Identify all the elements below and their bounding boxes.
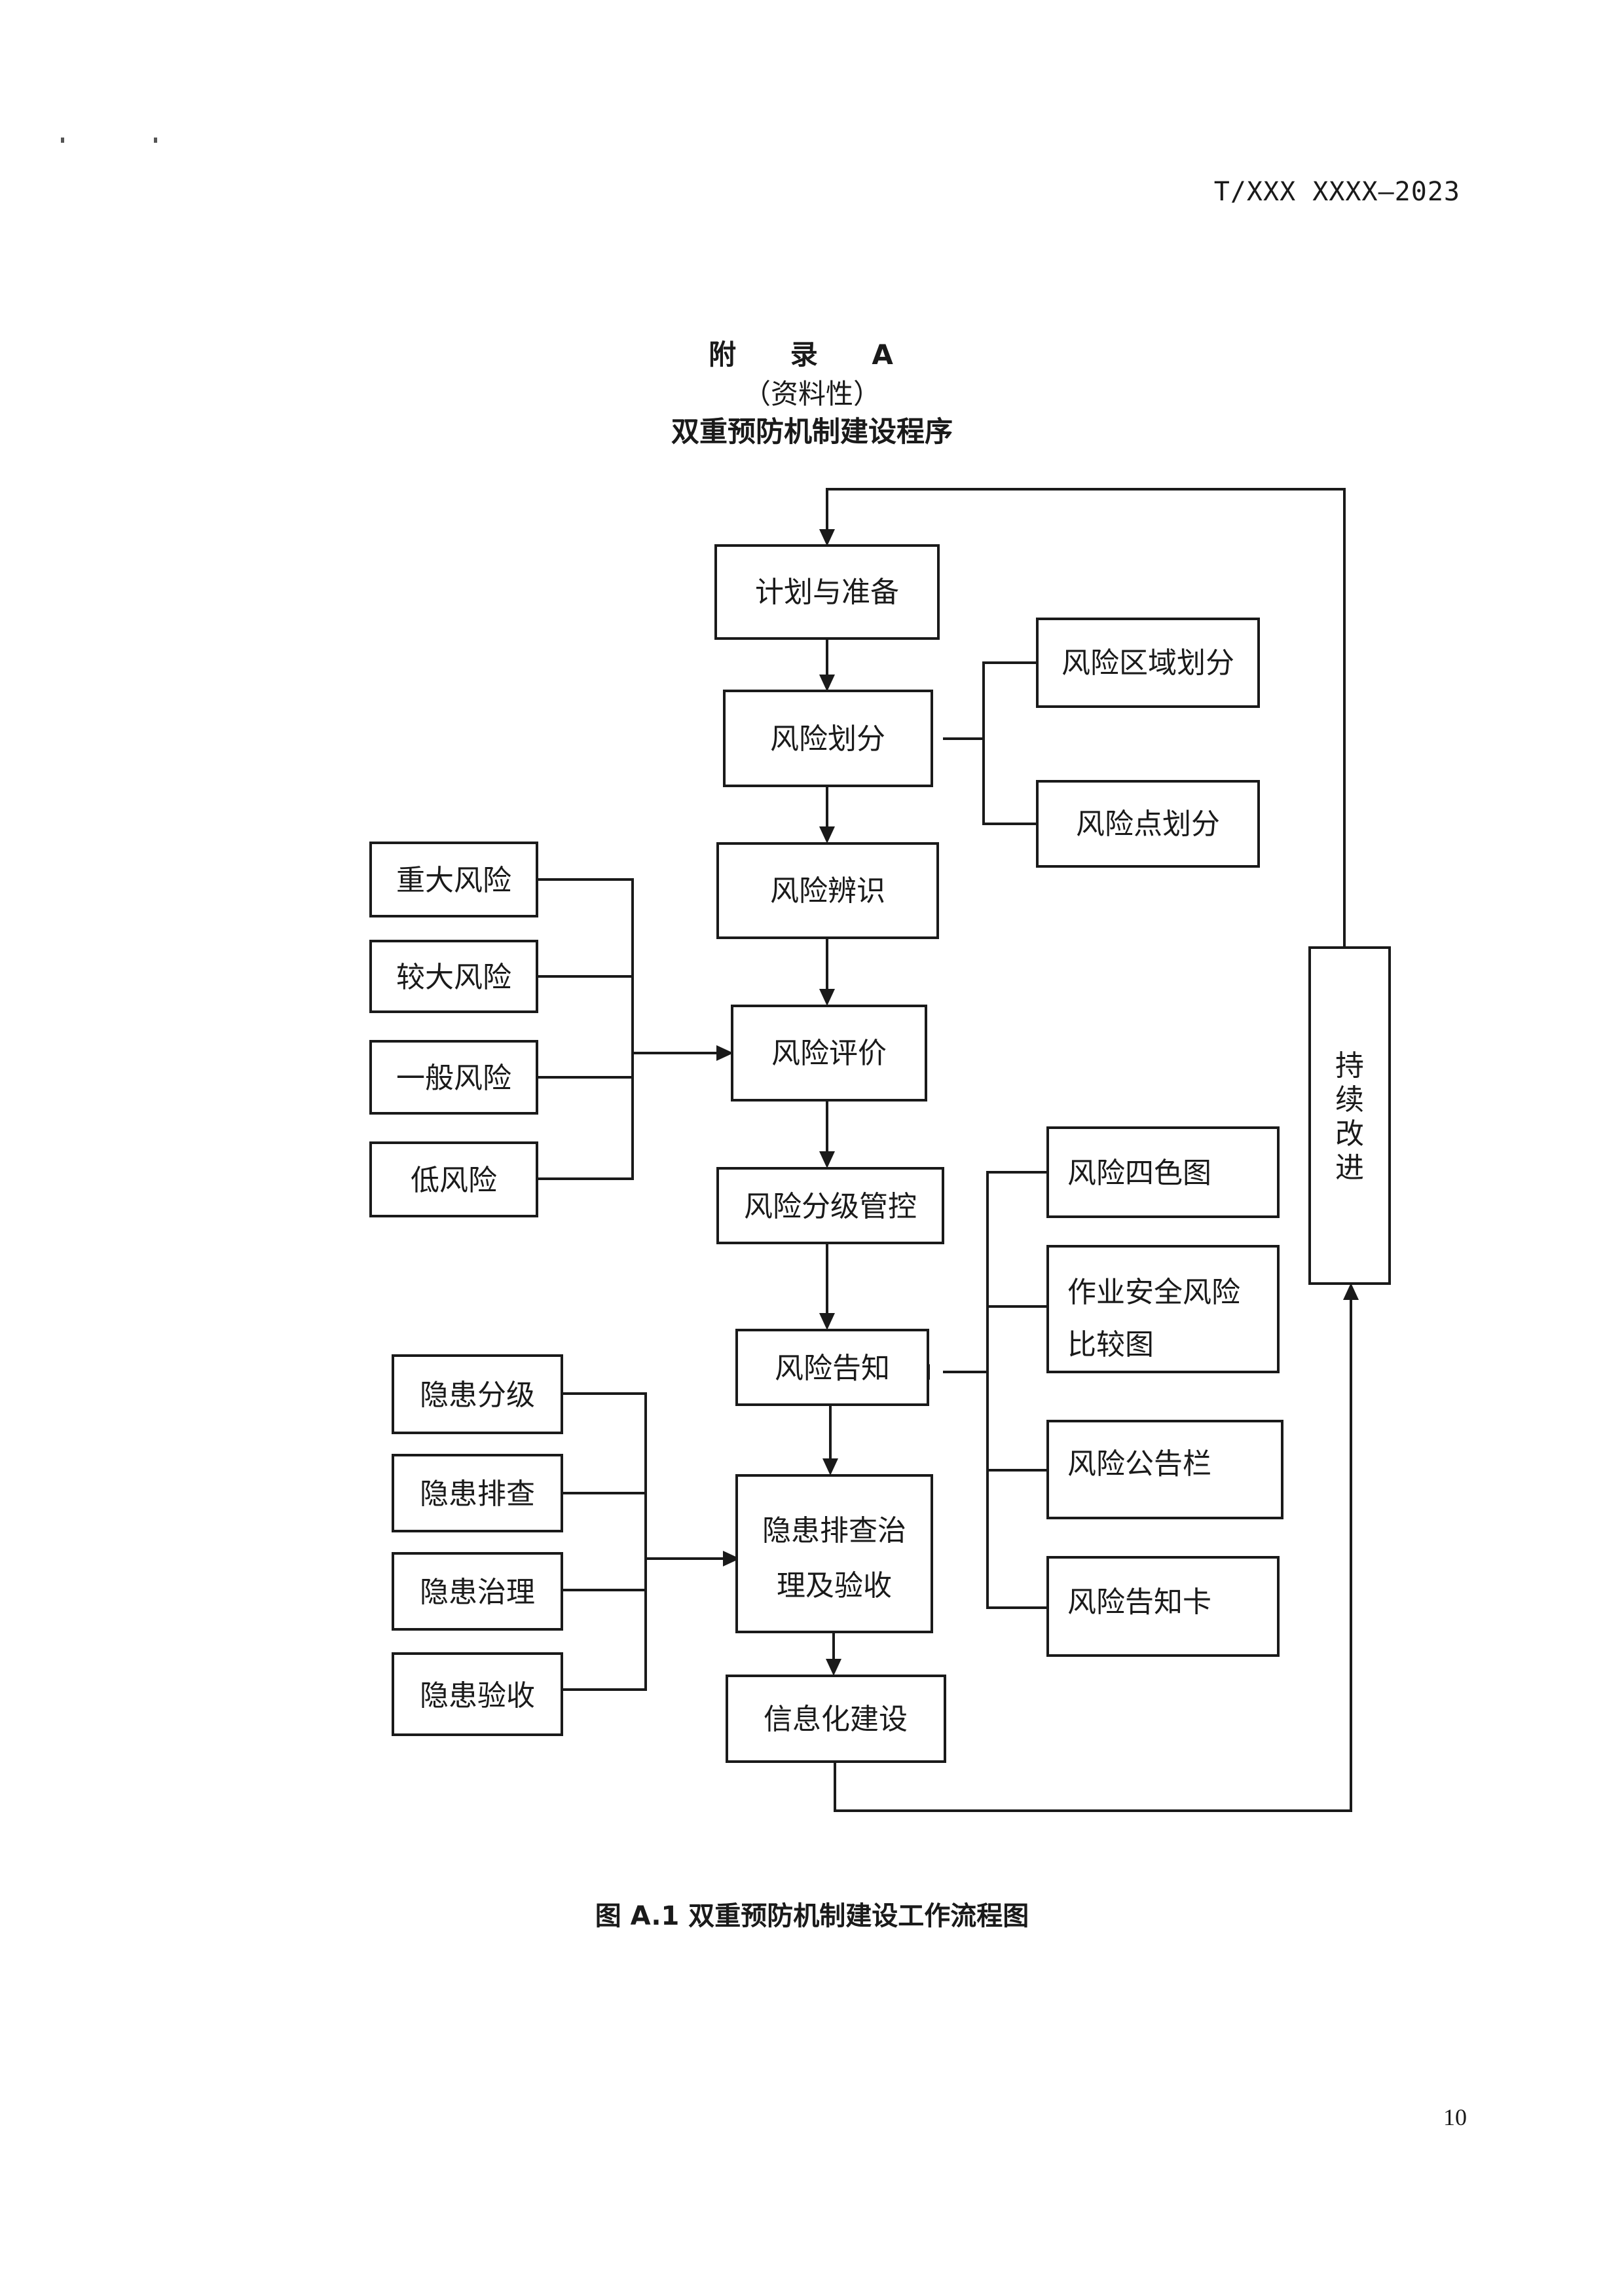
box-area-division: 风险区域划分	[1036, 618, 1260, 708]
box-area-division-label: 风险区域划分	[1061, 646, 1234, 680]
box-four-color-map: 风险四色图	[1046, 1126, 1280, 1218]
appendix-label: 附 录 A	[709, 339, 915, 371]
box-control: 风险分级管控	[716, 1167, 944, 1244]
box-risk-large-label: 较大风险	[396, 961, 511, 994]
box-risk-major-label: 重大风险	[396, 864, 511, 897]
box-plan-label: 计划与准备	[755, 576, 899, 609]
box-evaluate-label: 风险评价	[771, 1037, 887, 1070]
box-hazard-investigation-label: 隐患排查	[420, 1477, 535, 1511]
box-identify: 风险辨识	[716, 842, 939, 939]
document-code: T/XXX XXXX—2023	[1213, 177, 1460, 207]
box-hazard-grading: 隐患分级	[392, 1354, 563, 1434]
improve-char-3: 改	[1335, 1117, 1364, 1151]
figure-caption: 图 A.1 双重预防机制建设工作流程图	[595, 1901, 1029, 1931]
box-evaluate: 风险评价	[731, 1005, 927, 1102]
box-point-division: 风险点划分	[1036, 780, 1260, 868]
box-inform-label: 风险告知	[775, 1352, 890, 1385]
box-bulletin-board: 风险公告栏	[1046, 1420, 1283, 1519]
box-identify-label: 风险辨识	[770, 874, 885, 908]
box-notice-card-label: 风险告知卡	[1067, 1585, 1211, 1619]
box-bulletin-board-label: 风险公告栏	[1067, 1447, 1211, 1481]
box-continuous-improvement: 持 续 改 进	[1308, 946, 1391, 1285]
box-divide: 风险划分	[723, 690, 933, 787]
flow-connectors	[537, 488, 1352, 1812]
box-inform: 风险告知	[735, 1329, 929, 1406]
scan-speck	[154, 138, 157, 143]
improve-char-2: 续	[1335, 1083, 1364, 1117]
box-risk-general-label: 一般风险	[396, 1062, 511, 1095]
box-plan: 计划与准备	[714, 544, 940, 640]
box-info: 信息化建设	[726, 1675, 946, 1763]
box-four-color-map-label: 风险四色图	[1067, 1157, 1211, 1190]
box-compare-chart-label-line2: 比较图	[1067, 1328, 1154, 1361]
improve-char-4: 进	[1335, 1151, 1364, 1185]
improve-char-1: 持	[1335, 1049, 1364, 1083]
appendix-title: 双重预防机制建设程序	[671, 416, 953, 449]
box-hazard-grading-label: 隐患分级	[420, 1379, 535, 1412]
box-hazard-label-line2: 理及验收	[777, 1569, 892, 1602]
box-risk-major: 重大风险	[369, 842, 538, 917]
box-hazard-acceptance-label: 隐患验收	[420, 1679, 535, 1713]
box-risk-low-label: 低风险	[411, 1164, 497, 1197]
box-hazard-remediation-label: 隐患治理	[420, 1576, 535, 1609]
box-hazard-investigation: 隐患排查	[392, 1454, 563, 1532]
box-hazard-label-line1: 隐患排查治	[762, 1514, 906, 1547]
box-control-label: 风险分级管控	[744, 1190, 917, 1223]
scan-speck	[61, 138, 64, 143]
box-hazard-remediation: 隐患治理	[392, 1552, 563, 1631]
box-risk-general: 一般风险	[369, 1040, 538, 1115]
page-number: 10	[1443, 2104, 1467, 2130]
box-info-label: 信息化建设	[764, 1703, 908, 1736]
box-risk-large: 较大风险	[369, 940, 538, 1013]
box-compare-chart: 作业安全风险 比较图	[1046, 1245, 1280, 1373]
box-divide-label: 风险划分	[770, 722, 885, 756]
box-point-division-label: 风险点划分	[1076, 807, 1220, 841]
appendix-note: （资料性）	[743, 378, 881, 410]
box-risk-low: 低风险	[369, 1141, 538, 1217]
box-notice-card: 风险告知卡	[1046, 1556, 1280, 1657]
box-hazard: 隐患排查治 理及验收	[735, 1474, 933, 1633]
box-hazard-acceptance: 隐患验收	[392, 1652, 563, 1736]
box-compare-chart-label-line1: 作业安全风险	[1067, 1276, 1240, 1309]
